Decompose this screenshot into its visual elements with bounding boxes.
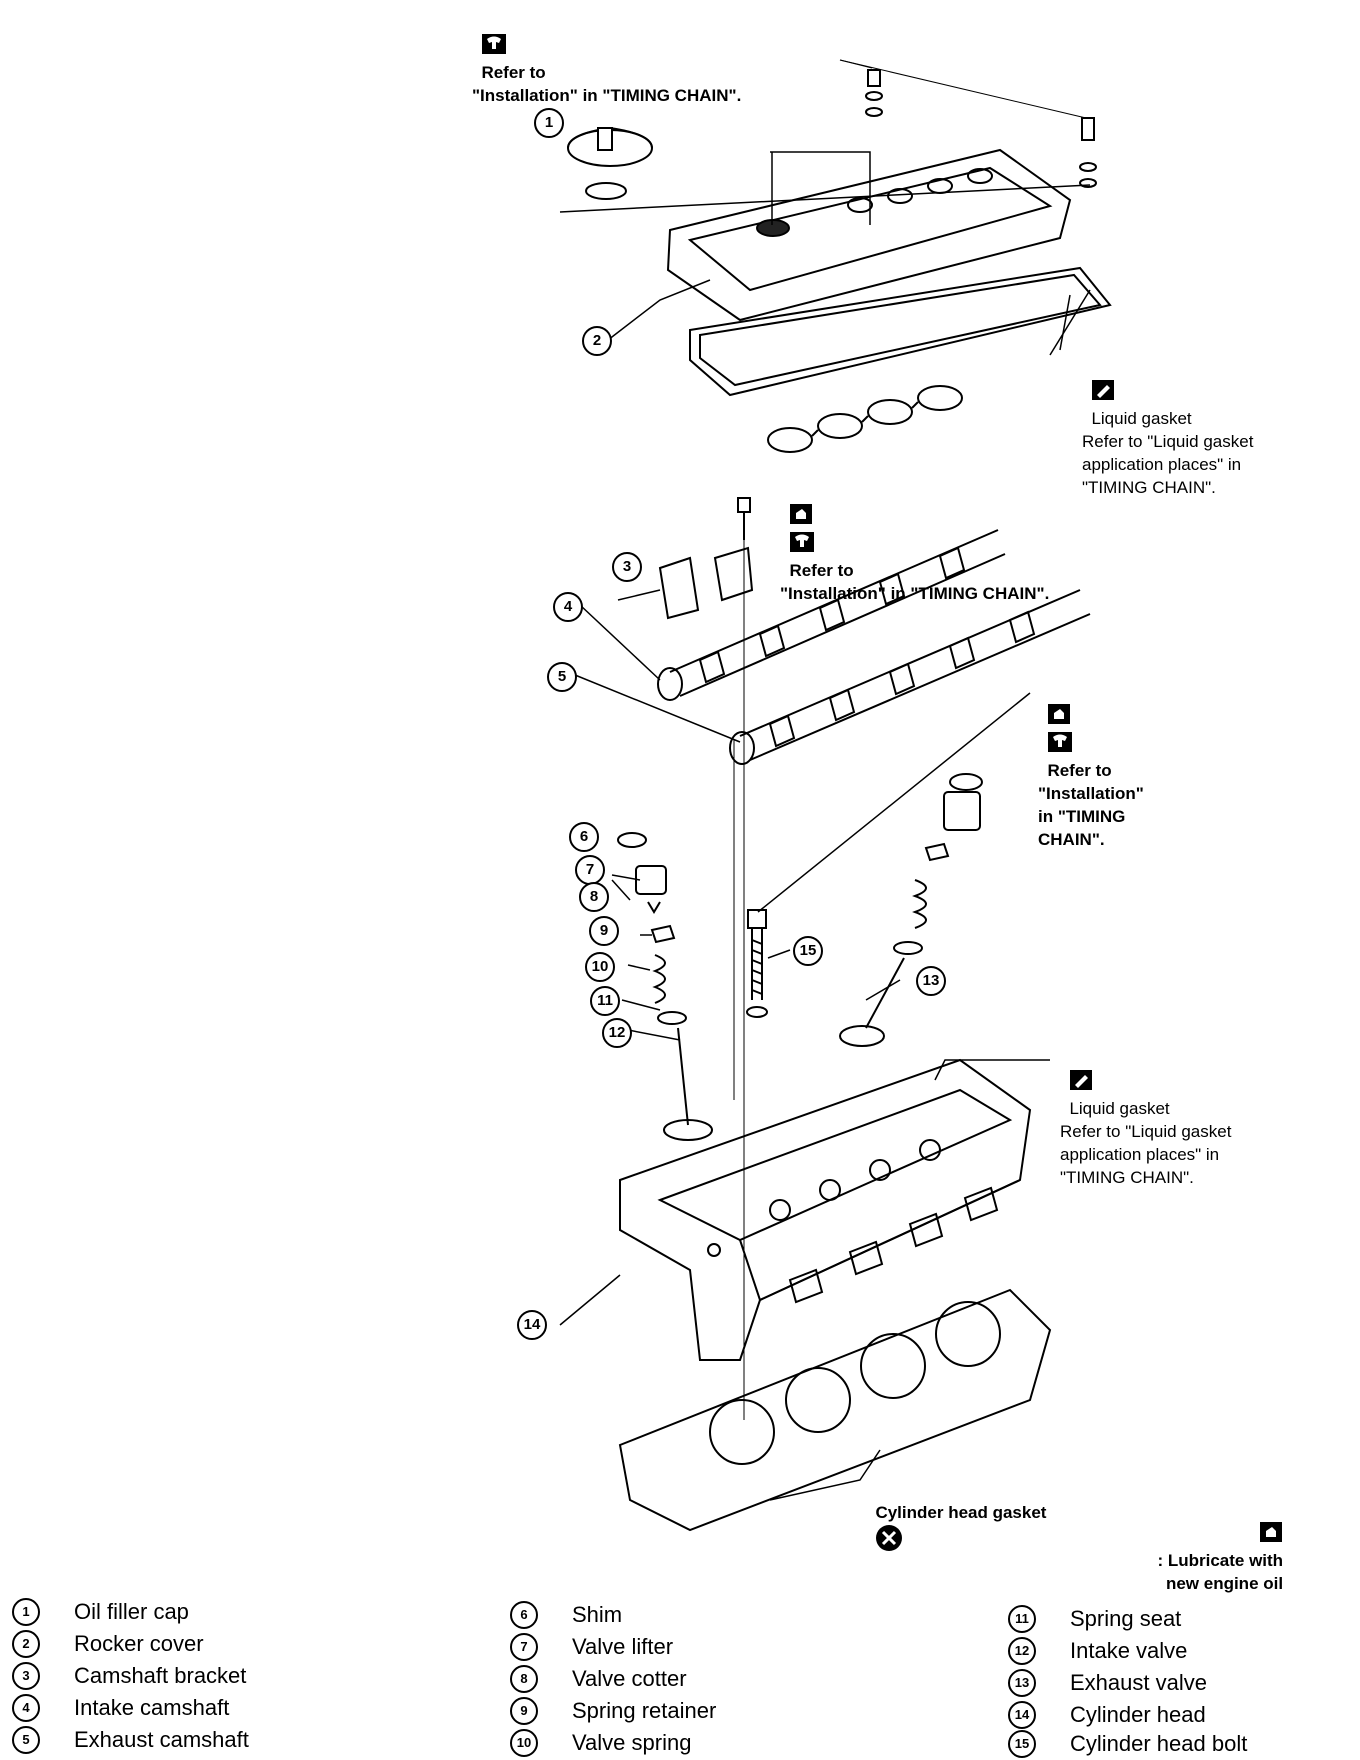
liquid-gasket-icon <box>1069 1069 1093 1097</box>
callout-15: 15 <box>793 936 823 966</box>
legend-number: 15 <box>1008 1730 1036 1759</box>
legend-item: 13 Exhaust valve <box>1008 1667 1207 1698</box>
legend-label: Spring seat <box>1070 1606 1182 1632</box>
legend-item: 4 Intake camshaft <box>12 1692 229 1723</box>
legend-item: 7 Valve lifter <box>510 1631 673 1662</box>
legend-item: 3 Camshaft bracket <box>12 1660 246 1691</box>
legend-label: Shim <box>572 1602 623 1628</box>
liquid-gasket-icon <box>1091 379 1115 407</box>
torque-wrench-icon <box>481 33 507 61</box>
legend-item: 10 Valve spring <box>510 1727 691 1758</box>
legend-number: 2 <box>12 1630 40 1659</box>
rocker-leader-lines <box>559 151 1091 225</box>
legend-number: 10 <box>510 1729 538 1758</box>
callout-12: 12 <box>602 1018 632 1048</box>
rocker-cover-drawing <box>666 148 1072 322</box>
callout-3: 3 <box>612 552 642 582</box>
intake-camshaft-drawing <box>657 529 1006 701</box>
legend-item: 14 Cylinder head <box>1008 1699 1206 1730</box>
legend-label: Exhaust valve <box>1070 1670 1207 1696</box>
torque-wrench-icon <box>1047 731 1073 759</box>
lubricate-oil-icon <box>1259 1521 1283 1549</box>
lubricate-oil-icon <box>789 503 813 531</box>
legend-label: Valve spring <box>572 1730 692 1756</box>
legend-number: 6 <box>510 1601 538 1630</box>
rocker-bolts-drawing <box>839 59 1097 188</box>
callout-10: 10 <box>585 952 615 982</box>
callout-6: 6 <box>569 822 599 852</box>
legend-label: Cylinder head bolt <box>1070 1731 1248 1757</box>
legend-number: 9 <box>510 1697 538 1726</box>
legend-label: Valve cotter <box>572 1666 687 1692</box>
legend-number: 11 <box>1008 1605 1036 1634</box>
lubricate-legend-note: : Lubricate with new engine oil <box>1148 1498 1283 1595</box>
callout-13: 13 <box>916 966 946 996</box>
legend-item: 12 Intake valve <box>1008 1635 1187 1666</box>
callout-7: 7 <box>575 855 605 885</box>
callout-2: 2 <box>582 326 612 356</box>
legend-label: Intake valve <box>1070 1638 1188 1664</box>
exhaust-camshaft-drawing <box>729 589 1091 765</box>
callout-8: 8 <box>579 882 609 912</box>
legend-number: 14 <box>1008 1701 1036 1730</box>
callout-5: 5 <box>547 662 577 692</box>
callout-1: 1 <box>534 108 564 138</box>
oil-filler-cap-drawing <box>567 126 653 200</box>
legend-label: Camshaft bracket <box>74 1663 247 1689</box>
callout-14: 14 <box>517 1310 547 1340</box>
legend-item: 8 Valve cotter <box>510 1663 687 1694</box>
rocker-cover-gasket-drawing <box>689 266 1112 453</box>
legend-number: 5 <box>12 1726 40 1755</box>
lubricate-oil-icon <box>1047 703 1071 731</box>
callout-4: 4 <box>553 592 583 622</box>
legend-label: Spring retainer <box>572 1698 717 1724</box>
callout-9: 9 <box>589 916 619 946</box>
legend-item: 5 Exhaust camshaft <box>12 1724 249 1755</box>
do-not-reuse-icon <box>875 1524 903 1558</box>
liquid-gasket-note-head: Liquid gasket Refer to "Liquid gasket ap… <box>1060 1046 1231 1189</box>
legend-label: Exhaust camshaft <box>74 1727 249 1753</box>
torque-wrench-icon <box>789 531 815 559</box>
callout-leaders <box>559 279 1091 1501</box>
legend-label: Cylinder head <box>1070 1702 1206 1728</box>
legend-label: Valve lifter <box>572 1634 674 1660</box>
liquid-gasket-note-top: Liquid gasket Refer to "Liquid gasket ap… <box>1082 356 1253 499</box>
camshaft-bracket-drawing <box>658 497 754 620</box>
legend-item: 1 Oil filler cap <box>12 1596 189 1627</box>
alignment-lines <box>733 512 745 1420</box>
legend-number: 4 <box>12 1694 40 1723</box>
legend-number: 7 <box>510 1633 538 1662</box>
legend-item: 15 Cylinder head bolt <box>1008 1728 1247 1759</box>
cylinder-head-gasket-note: Cylinder head gasket <box>866 1478 1046 1558</box>
legend-label: Rocker cover <box>74 1631 204 1657</box>
legend-item: 9 Spring retainer <box>510 1695 716 1726</box>
cylinder-head-gasket-drawing <box>618 1288 1052 1532</box>
legend-item: 6 Shim <box>510 1599 622 1630</box>
legend-number: 13 <box>1008 1669 1036 1698</box>
legend-item: 2 Rocker cover <box>12 1628 204 1659</box>
cylinder-head-drawing <box>619 1058 1032 1361</box>
legend-label: Intake camshaft <box>74 1695 230 1721</box>
legend-number: 3 <box>12 1662 40 1691</box>
legend-number: 12 <box>1008 1637 1036 1666</box>
cylinder-head-bolt-drawing <box>746 909 768 1018</box>
legend-label: Oil filler cap <box>74 1599 189 1625</box>
exhaust-valve-stack-drawing <box>839 773 983 1047</box>
callout-11: 11 <box>590 986 620 1016</box>
legend-number: 8 <box>510 1665 538 1694</box>
camshaft-bracket-bolt-note: Refer to "Installation" in "TIMING CHAIN… <box>780 480 1049 605</box>
legend-number: 1 <box>12 1598 40 1627</box>
torque-note-top: Refer to "Installation" in "TIMING CHAIN… <box>472 10 741 107</box>
legend-item: 11 Spring seat <box>1008 1603 1181 1634</box>
head-bolt-note: Refer to "Installation" in "TIMING CHAIN… <box>1038 680 1144 851</box>
